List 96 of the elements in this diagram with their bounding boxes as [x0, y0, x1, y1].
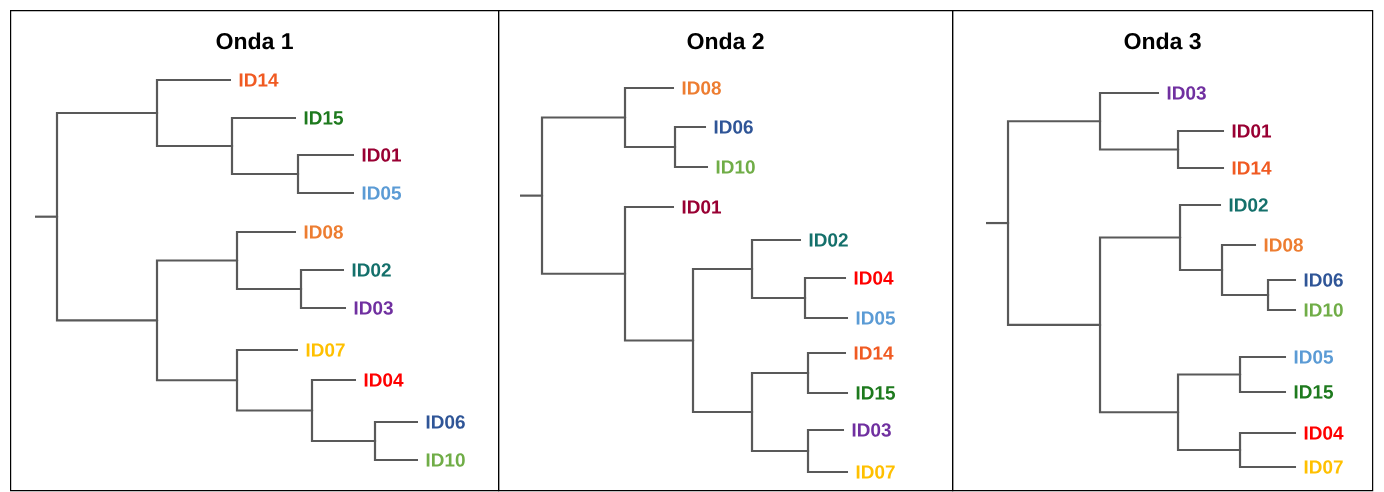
tree-branch — [235, 230, 296, 261]
tree-branch — [1266, 278, 1296, 295]
tree-branch — [1098, 236, 1180, 325]
leaf-label: ID05 — [1294, 350, 1333, 364]
leaf-label: ID02 — [352, 263, 391, 277]
tree-branch — [803, 276, 846, 298]
tree-branch — [296, 174, 354, 195]
tree-branch — [520, 194, 542, 197]
tree-branch — [1006, 223, 1100, 326]
tree-branch — [373, 420, 418, 441]
tree-branch — [1176, 373, 1240, 413]
leaf-label: ID07 — [856, 465, 895, 479]
tree-branch — [806, 428, 844, 451]
leaf-label: ID04 — [364, 373, 404, 387]
leaf-label: ID03 — [852, 423, 891, 437]
tree-branch — [1220, 270, 1269, 297]
tree-branch — [691, 267, 752, 341]
tree-branch — [673, 125, 706, 147]
leaf-label: ID10 — [1304, 303, 1343, 317]
leaf-label: ID08 — [1264, 238, 1303, 252]
tree-branch — [55, 111, 157, 217]
tree-branch — [806, 451, 848, 474]
tree-branch — [1238, 431, 1296, 450]
leaf-label: ID10 — [426, 453, 465, 467]
tree-branch — [1098, 91, 1159, 122]
leaf-label: ID02 — [1229, 198, 1268, 212]
tree-branch — [803, 298, 848, 320]
tree-branch — [986, 221, 1008, 225]
leaf-label: ID10 — [716, 160, 755, 174]
tree-branch — [1176, 129, 1225, 150]
tree-branch — [235, 380, 312, 412]
tree-branch — [1220, 243, 1256, 270]
leaf-label: ID01 — [682, 200, 721, 214]
leaf-label: ID06 — [714, 120, 753, 134]
leaf-label: ID08 — [682, 81, 721, 95]
tree-branch — [1266, 295, 1296, 312]
tree-branch — [155, 320, 237, 382]
leaf-label: ID05 — [362, 186, 401, 200]
tree-branch — [806, 351, 846, 373]
tree-branch — [230, 146, 298, 176]
leaf-label: ID15 — [1294, 385, 1333, 399]
leaf-label: ID06 — [426, 415, 465, 429]
tree-branch — [1238, 374, 1286, 394]
tree-branch — [235, 260, 301, 291]
tree-branch — [1176, 149, 1225, 170]
tree-branch — [673, 147, 708, 169]
tree-branch — [310, 410, 375, 443]
tree-branch — [299, 268, 344, 289]
leaf-label: ID14 — [239, 73, 279, 87]
tree-branch — [750, 371, 808, 412]
tree-branch — [540, 116, 625, 196]
tree-branch — [155, 259, 237, 321]
tree-branch — [750, 238, 801, 269]
leaf-label: ID14 — [1232, 161, 1272, 175]
tree-branch — [540, 195, 625, 275]
tree-branch — [1006, 120, 1100, 224]
leaf-label: ID05 — [856, 311, 895, 325]
leaf-label: ID15 — [856, 386, 895, 400]
leaf-label: ID15 — [304, 111, 343, 125]
tree-branch — [1238, 355, 1286, 375]
leaf-label: ID03 — [1167, 86, 1206, 100]
tree-branch — [1098, 324, 1178, 414]
tree-branch — [155, 113, 232, 148]
tree-branch — [806, 373, 848, 395]
tree-branch — [1238, 450, 1296, 469]
tree-branch — [750, 269, 805, 300]
leaf-label: ID07 — [306, 343, 345, 357]
tree-branch — [623, 86, 674, 118]
leaf-label: ID02 — [809, 233, 848, 247]
tree-branch — [623, 117, 675, 149]
leaf-label: ID07 — [1304, 460, 1343, 474]
tree-branch — [373, 441, 418, 462]
tree-branch — [1098, 121, 1178, 151]
leaf-label: ID06 — [1304, 273, 1343, 287]
leaf-label: ID14 — [854, 346, 894, 360]
tree-branch — [623, 273, 693, 342]
tree-branch — [1178, 237, 1223, 272]
tree-branch — [35, 215, 57, 218]
leaf-label: ID08 — [304, 225, 343, 239]
tree-branch — [1176, 412, 1240, 452]
tree-branch — [691, 340, 752, 414]
leaf-label: ID01 — [362, 148, 401, 162]
tree-branch — [55, 216, 157, 322]
tree-branch — [230, 116, 296, 146]
leaf-label: ID04 — [854, 271, 894, 285]
tree-branch — [310, 378, 356, 411]
leaf-label: ID01 — [1232, 124, 1272, 138]
tree-branch — [1178, 203, 1221, 238]
tree-branch — [155, 78, 231, 113]
leaf-label: ID04 — [1304, 426, 1344, 440]
tree-branch — [750, 412, 808, 453]
tree-branch — [299, 289, 346, 310]
tree-branch — [296, 153, 354, 174]
leaf-label: ID03 — [354, 301, 393, 315]
tree-branch — [623, 205, 674, 274]
tree-branch — [235, 348, 298, 381]
